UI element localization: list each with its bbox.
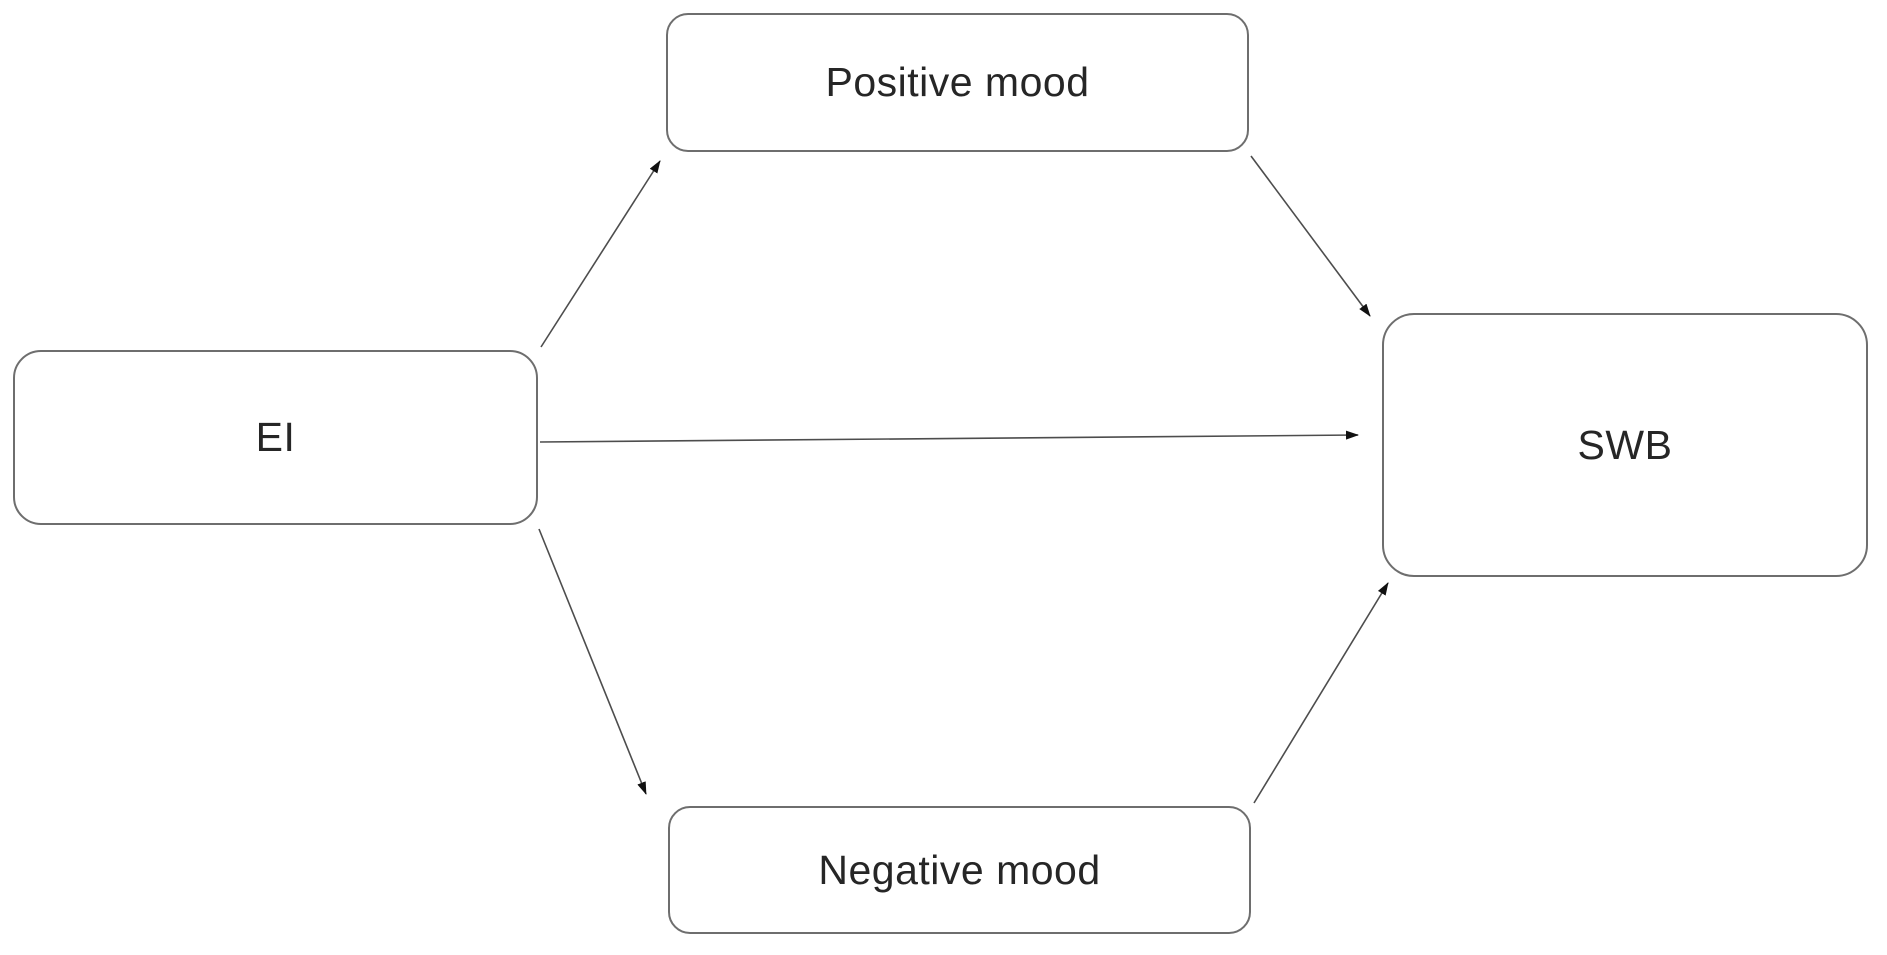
edge-ei-to-swb: [539, 430, 1359, 443]
node-swb-label: SWB: [1577, 421, 1673, 468]
edge-positive-mood-to-swb: [1250, 155, 1371, 317]
edge-ei-to-negative-mood: [538, 528, 647, 795]
node-positive-mood: Positive mood: [666, 13, 1249, 152]
node-ei-label: EI: [255, 414, 296, 460]
edge-negative-mood-to-swb: [1253, 582, 1389, 804]
edge-ei-to-positive-mood: [540, 160, 661, 348]
node-negative-mood-label: Negative mood: [818, 846, 1101, 893]
node-ei: EI: [13, 350, 538, 525]
node-negative-mood: Negative mood: [668, 806, 1251, 934]
node-positive-mood-label: Positive mood: [825, 59, 1090, 105]
node-swb: SWB: [1382, 313, 1868, 577]
